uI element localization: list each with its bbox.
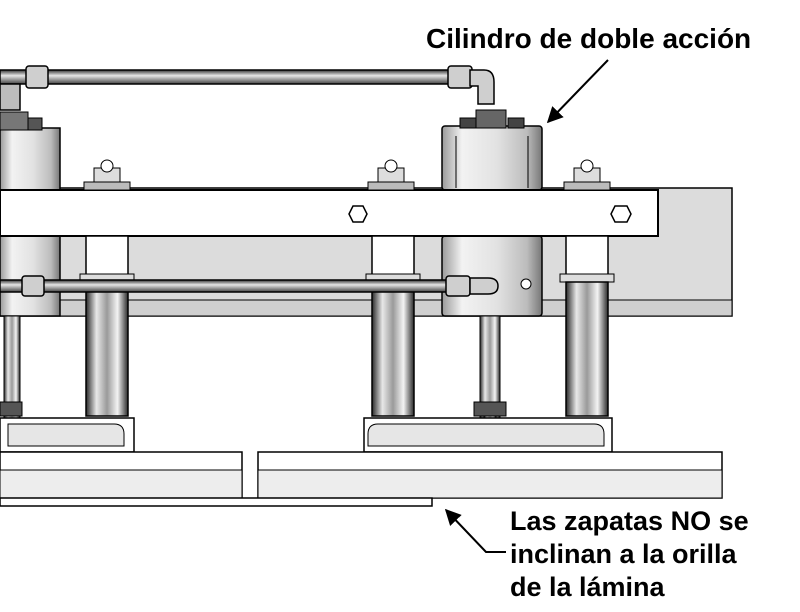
beam-nuts — [83, 159, 611, 191]
pads-note-callout: Las zapatas NO se inclinan a la orilla d… — [510, 505, 749, 604]
sheet — [0, 497, 433, 507]
cylinder-callout: Cilindro de doble acción — [426, 23, 752, 54]
air-line-bottom — [0, 275, 499, 297]
suction-pads — [0, 451, 723, 499]
main-beam — [0, 189, 659, 237]
callout-leaders — [444, 59, 609, 553]
sheet-leader-arrow — [444, 508, 506, 553]
pads-note-line-2: inclinan a la orilla — [510, 539, 737, 569]
cylinder-leader-arrow — [546, 59, 609, 124]
guide-posts — [79, 235, 615, 417]
pads-note-line-1: Las zapatas NO se — [510, 506, 749, 536]
pads-note-line-3: de la lámina — [510, 572, 665, 602]
pad-housings — [0, 417, 613, 453]
air-line-top — [0, 65, 495, 111]
